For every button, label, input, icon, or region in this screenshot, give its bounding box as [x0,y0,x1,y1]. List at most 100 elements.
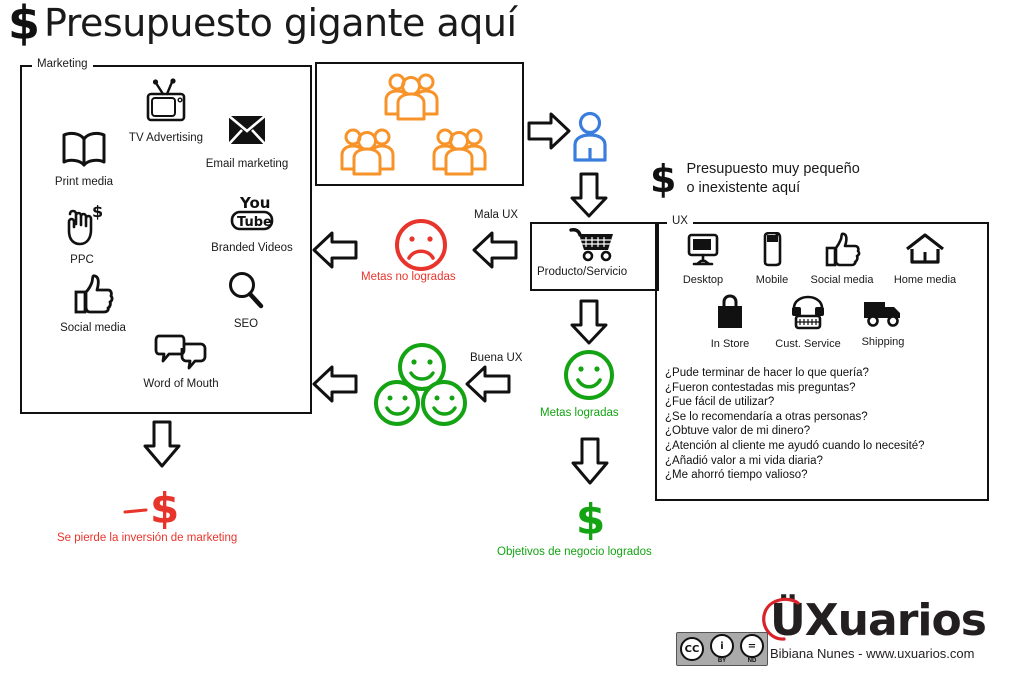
ux-channel-service: Cust. Service [768,294,848,350]
gain-outcome-label: Objetivos de negocio logrados [497,546,652,558]
small-budget-line2: o inexistente aquí [686,180,801,196]
hand-click-dollar-icon: $ [42,200,122,252]
tv-icon [112,70,220,130]
audience-box [315,62,524,186]
happy-face-icon [561,347,617,408]
sad-face-icon [392,216,450,279]
cc-nd-label: ND [747,658,757,664]
arrow-left-to-marketing-bad [310,228,360,277]
cc-icon: CC [680,637,704,661]
bad-ux-edge-label: Mala UX [474,209,519,221]
ux-question: ¿Pude terminar de hacer lo que quería? [665,367,869,379]
ux-channel-home: Home media [885,232,965,286]
arrow-down-to-loss [140,418,184,475]
people-group-icon [382,70,442,127]
ux-question: ¿Se lo recomendaría a otras personas? [665,410,868,423]
small-budget-note-text: Presupuesto muy pequeño o inexistente aq… [686,160,859,198]
arrow-down-to-good-ux [568,297,610,352]
ux-channel-mobile-label: Mobile [755,274,789,286]
ux-question: ¿Obtuve valor de mi dinero? [665,425,811,438]
book-icon [40,128,128,174]
arrow-down-to-product [568,170,610,225]
people-group-icon [430,125,490,182]
svg-text:You: You [239,194,270,212]
telephone-icon [768,294,848,336]
svg-text:$: $ [576,498,605,542]
home-icon [885,232,965,272]
marketing-item-tv: TV Advertising [112,70,220,144]
credit-line: Bibiana Nunes - www.uxuarios.com [770,646,975,661]
speech-bubbles-icon [130,330,232,376]
loss-dollar-icon: $ [120,484,200,534]
small-budget-note: $ Presupuesto muy pequeño o inexistente … [650,160,860,198]
ux-channel-mobile: Mobile [745,231,799,286]
arrow-left-good-ux [463,362,513,411]
marketing-item-seo: SEO [215,268,277,330]
ux-channel-desktop: Desktop [672,232,734,286]
ux-question: ¿Fueron contestadas mis preguntas? [665,381,856,394]
single-person-icon [570,110,610,169]
ux-channel-desktop-label: Desktop [682,274,724,286]
cc-by-label: BY [717,658,727,664]
loss-outcome-label: Se pierde la inversión de marketing [57,532,238,544]
uxuarios-logo: ÜXuarios Bibiana Nunes - www.uxuarios.co… [762,595,987,661]
thumbs-up-icon [805,230,879,272]
marketing-item-wom: Word of Mouth [130,330,232,390]
svg-text:Tube: Tube [237,215,272,230]
ux-channel-instore: In Store [700,294,760,350]
arrow-down-to-gain [568,435,612,492]
ux-group-box: UX [655,215,989,501]
gain-dollar-icon: $ [572,495,616,547]
cc-nd-icon: = [740,634,764,658]
shopping-bag-icon [700,294,760,336]
marketing-group-box: Marketing [20,58,312,414]
cc-license-badge[interactable]: CC i BY = ND [676,632,768,666]
people-group-icon [338,125,398,182]
arrow-left-bad-ux [470,228,520,277]
ux-question: ¿Me ahorró tiempo valioso? [665,469,808,482]
cc-by-icon: i [710,634,734,658]
marketing-item-wom-label: Word of Mouth [143,378,219,390]
ux-channel-instore-label: In Store [710,338,750,350]
arrow-right-to-user [525,110,573,157]
marketing-item-tv-label: TV Advertising [128,132,204,144]
marketing-item-seo-label: SEO [233,318,259,330]
marketing-item-email-label: Email marketing [205,158,289,170]
ux-channel-home-label: Home media [893,274,957,286]
marketing-group-label: Marketing [32,58,93,70]
youtube-icon: You Tube [198,192,306,240]
marketing-item-print-label: Print media [54,176,114,188]
three-happy-faces-icon [370,343,474,434]
ux-channel-shipping: Shipping [853,296,913,348]
good-ux-edge-label: Buena UX [470,352,523,364]
thumbs-up-icon [48,272,138,320]
svg-text:$: $ [150,487,179,529]
shopping-cart-icon [568,226,618,267]
marketing-item-ppc-label: PPC [70,254,94,266]
good-ux-result-label: Metas logradas [540,407,619,419]
ux-questions-list: ¿Pude terminar de hacer lo que quería? ¿… [665,366,925,483]
svg-text:$: $ [92,202,103,221]
dollar-sign-icon: $ [650,157,677,201]
truck-icon [853,296,913,334]
ux-question: ¿Añadió valor a mi vida diaria? [665,454,823,467]
small-budget-line1: Presupuesto muy pequeño [686,161,860,177]
product-service-box [530,222,659,291]
logo-u: Ü [770,595,806,646]
marketing-item-youtube: You Tube Branded Videos [198,192,306,254]
bad-ux-result-label: Metas no logradas [361,271,456,283]
arrow-left-to-marketing-good [310,362,360,411]
mobile-icon [745,231,799,272]
marketing-item-email: Email marketing [195,110,299,170]
ux-channel-social-label: Social media [810,274,874,286]
marketing-item-print: Print media [40,128,128,188]
marketing-item-social: Social media [48,272,138,334]
magnifier-icon [215,268,277,316]
ux-channel-shipping-label: Shipping [861,336,905,348]
logo-suffix: uarios [837,595,987,646]
marketing-item-ppc: $ PPC [42,200,122,266]
ux-channel-service-label: Cust. Service [775,338,841,350]
ux-question: ¿Atención al cliente me ayudó cuando lo … [665,439,925,452]
ux-group-label: UX [667,215,693,227]
